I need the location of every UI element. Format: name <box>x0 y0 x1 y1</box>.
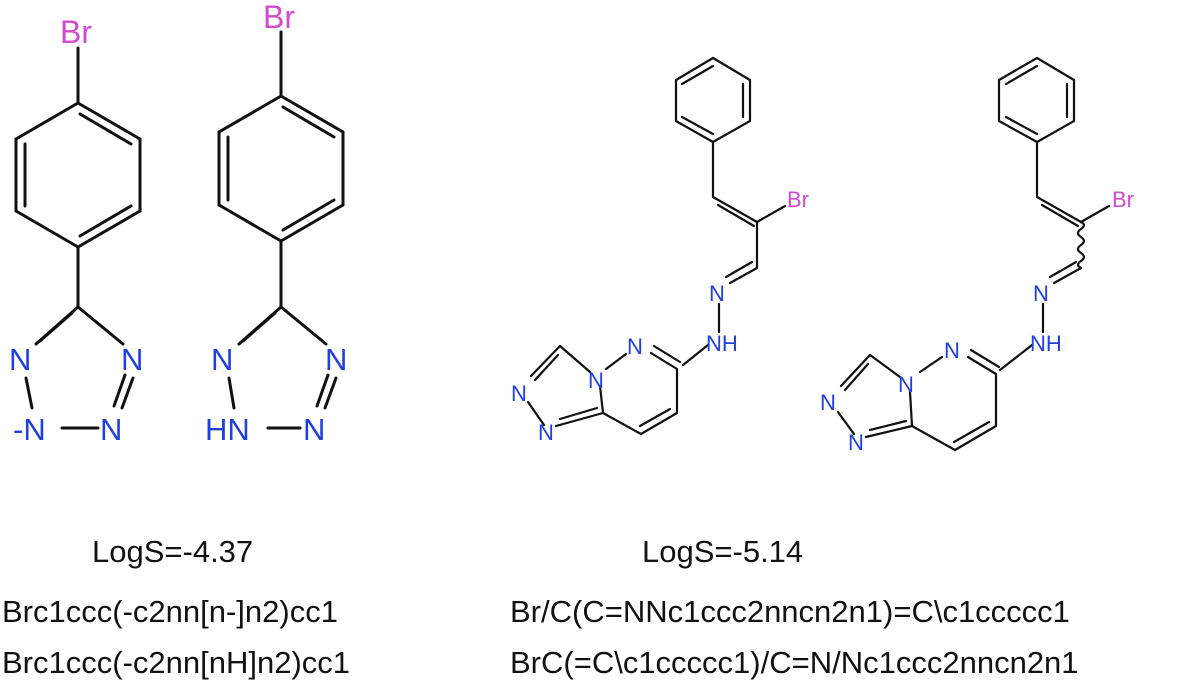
bromine-label: Br <box>263 0 295 35</box>
hydrazine-nh-label: NH <box>706 331 738 356</box>
bond-lines <box>217 30 345 430</box>
triazole-n2-label: N <box>538 420 554 445</box>
tetrazole-n1-label: N <box>325 342 347 377</box>
molecule-bromophenyl-tetrazole-nh: Br N N HN N <box>205 0 347 447</box>
bromine-label: Br <box>60 14 92 50</box>
wavy-bond <box>1076 220 1086 270</box>
hydrazine-nh-label: NH <box>1030 331 1062 356</box>
tetrazole-n2-label: N <box>303 412 325 447</box>
tetrazole-n4-label: N <box>9 342 31 377</box>
tetrazole-n4-label: N <box>211 342 233 377</box>
molecule-bromophenyl-tetrazolide: Br N N -N N <box>9 14 143 447</box>
triazole-n1-label: N <box>511 381 527 406</box>
bridgehead-n-label: N <box>898 372 914 397</box>
logs-value-right: LogS=-5.14 <box>642 534 804 569</box>
smiles-right-1: Br/C(C=NNc1ccc2nncn2n1)=C\c1ccccc1 <box>510 594 1070 629</box>
bridgehead-n-label: N <box>588 368 604 393</box>
molecule-triazolopyridazine-hydrazone-1: Br N NH N N N N <box>511 56 809 445</box>
bond-lines <box>836 56 1111 452</box>
pyridazine-n-label: N <box>627 334 643 359</box>
vinyl-bromine-label: Br <box>787 187 809 212</box>
triazole-n2-label: N <box>848 430 864 455</box>
smiles-left-1: Brc1ccc(-c2nn[n-]n2)cc1 <box>2 594 338 629</box>
smiles-left-2: Brc1ccc(-c2nn[nH]n2)cc1 <box>2 645 351 680</box>
bond-lines <box>14 46 142 430</box>
tetrazole-n1-label: N <box>121 342 143 377</box>
logs-value-left: LogS=-4.37 <box>92 534 254 569</box>
bond-lines <box>526 56 787 436</box>
vinyl-bromine-label: Br <box>1112 187 1134 212</box>
molecule-triazolopyridazine-hydrazone-2: Br N NH N N N N <box>820 56 1134 455</box>
imine-n-label: N <box>1033 281 1049 306</box>
smiles-right-2: BrC(=C\c1ccccc1)/C=N/Nc1ccc2nncn2n1 <box>510 645 1079 680</box>
imine-n-label: N <box>709 281 725 306</box>
tetrazole-anion-n-label: -N <box>13 412 46 447</box>
tetrazole-n2-label: N <box>100 412 122 447</box>
tetrazole-nh-label: HN <box>205 412 250 447</box>
triazole-n1-label: N <box>820 390 836 415</box>
pyridazine-n-label: N <box>944 338 960 363</box>
